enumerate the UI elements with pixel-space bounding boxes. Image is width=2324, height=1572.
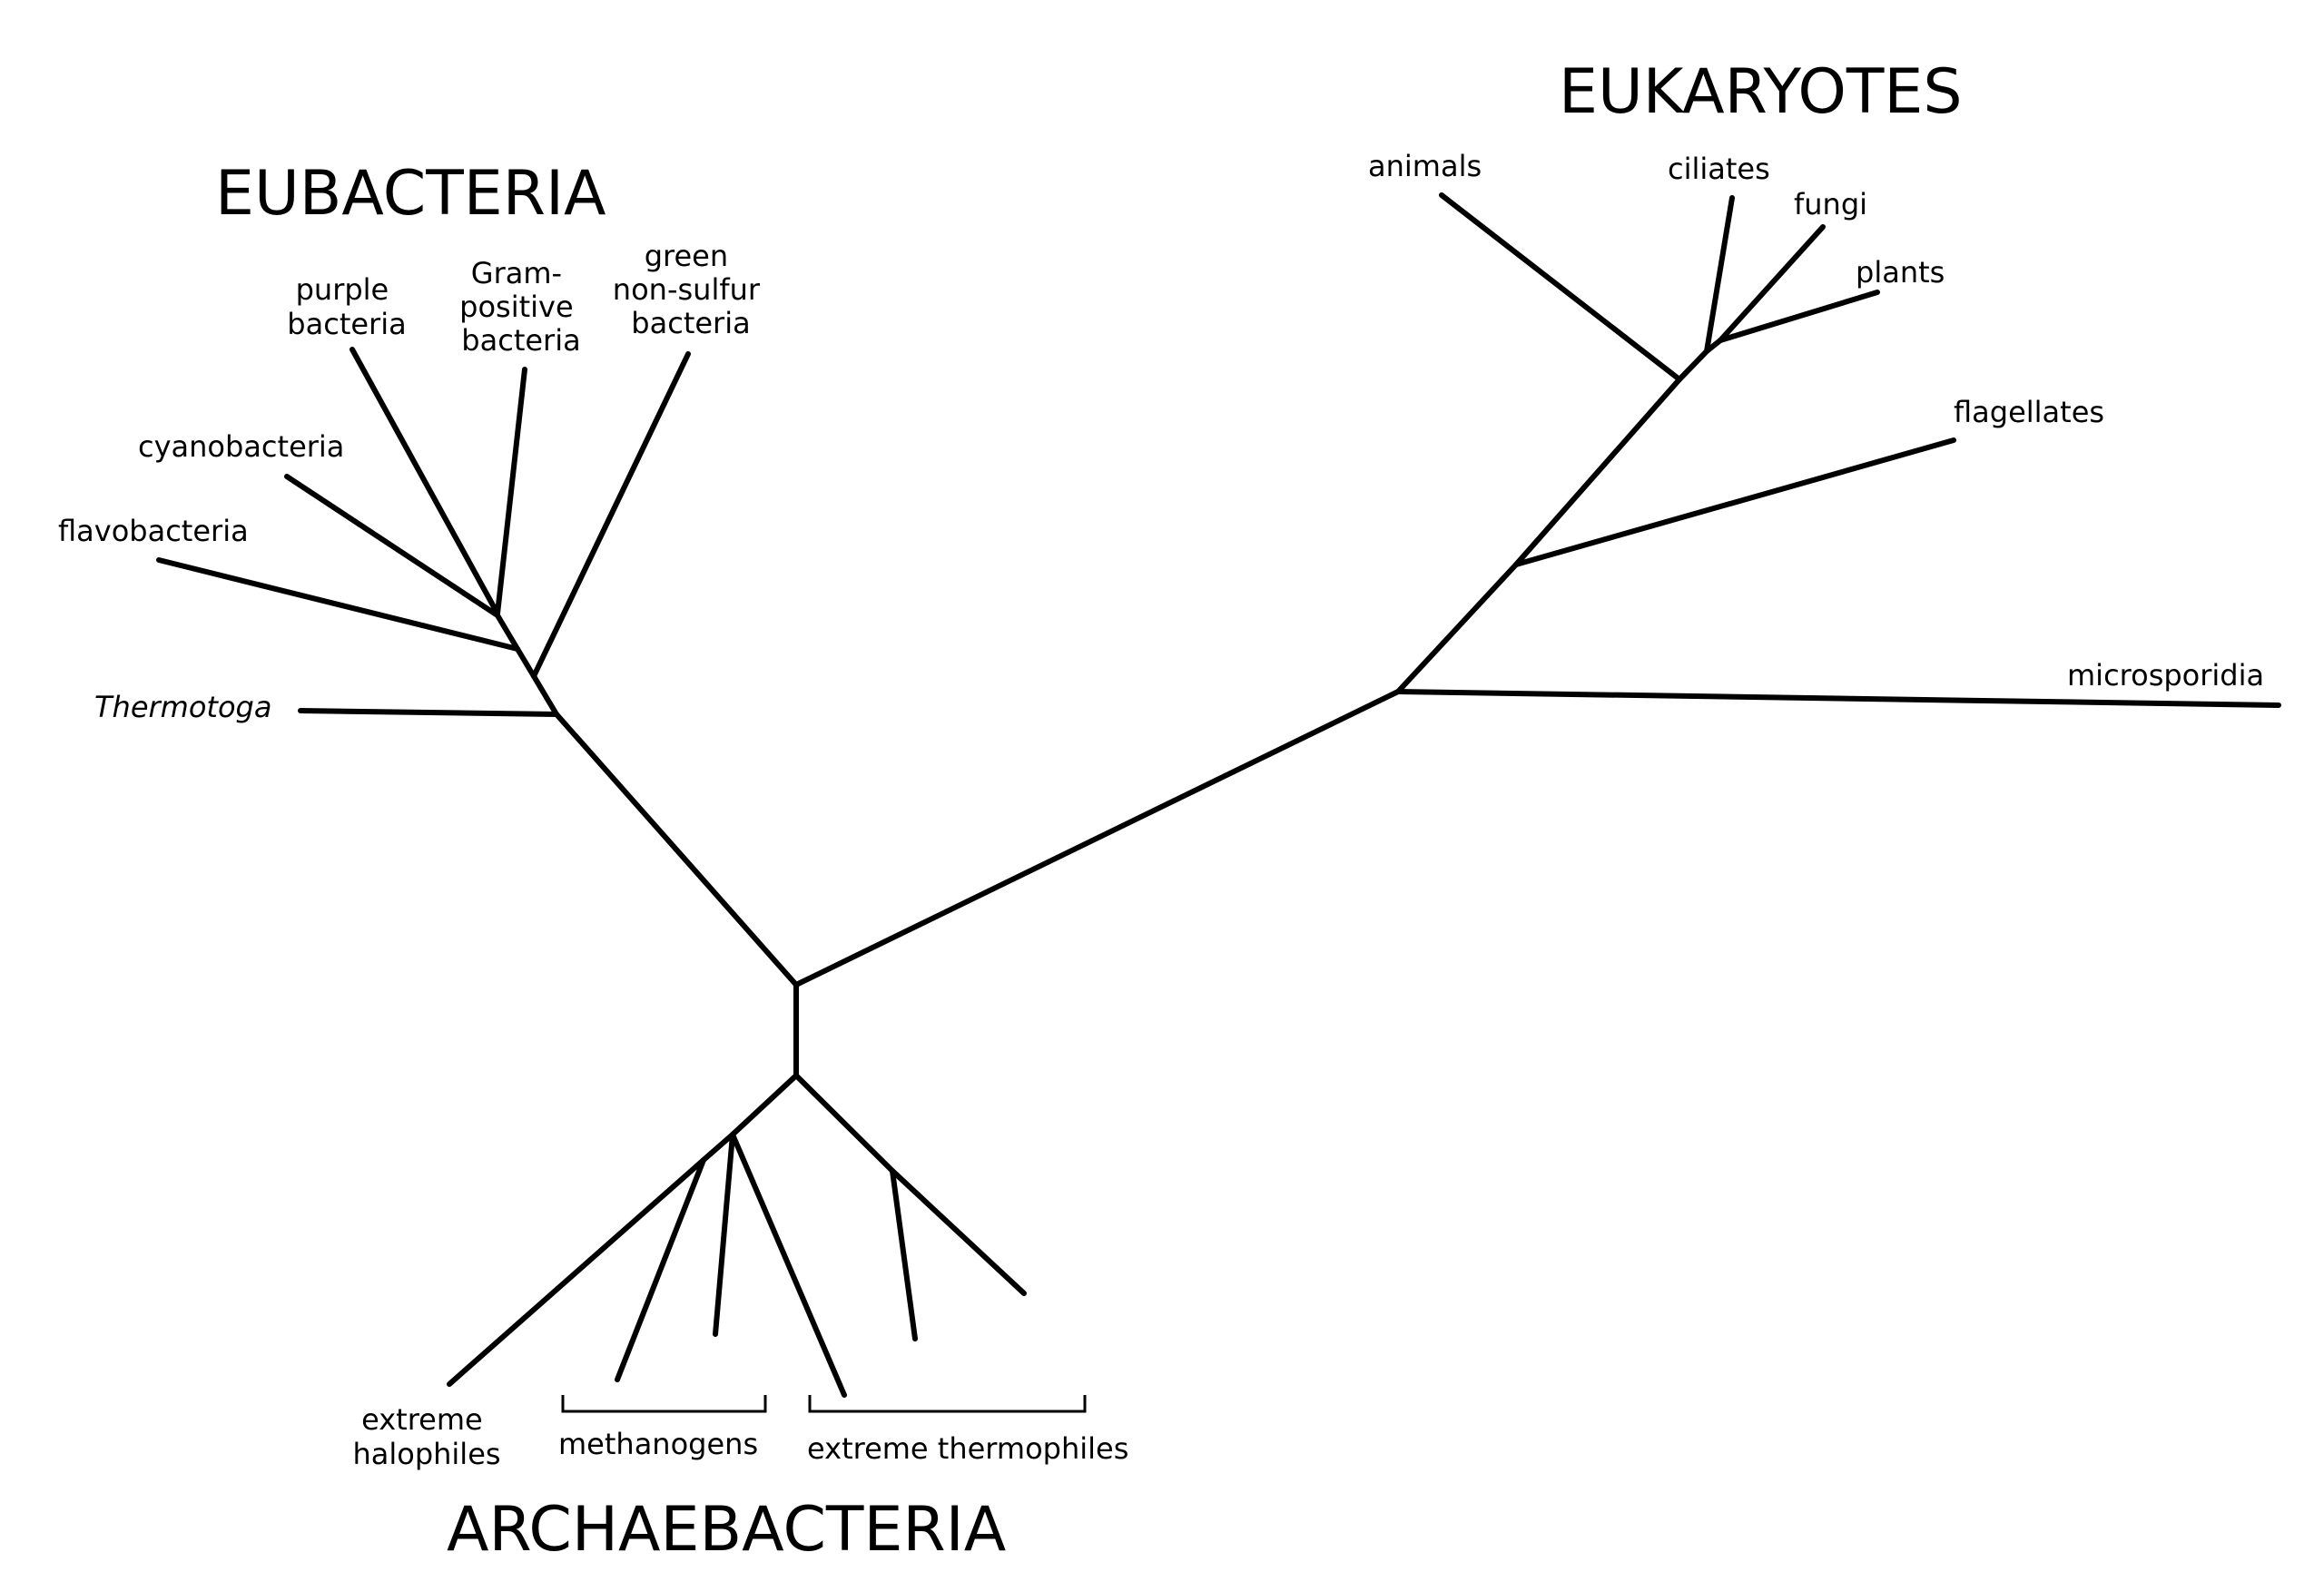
branch-arch-left-1 bbox=[701, 1132, 735, 1163]
branch-flagellates bbox=[1513, 437, 1956, 567]
label-gram-positive-line-1: Gram- bbox=[471, 256, 562, 290]
branch-thermotoga bbox=[298, 708, 559, 717]
label-extreme-thermophiles: extreme thermophiles bbox=[807, 1431, 1128, 1466]
branch-gram-positive bbox=[495, 367, 527, 616]
label-extreme-halophiles-line-2: halophiles bbox=[352, 1437, 500, 1471]
branch-methanogen-3 bbox=[730, 1132, 847, 1398]
label-methanogens: methanogens bbox=[558, 1427, 758, 1461]
branch-euk-internal-3 bbox=[1677, 349, 1709, 382]
branch-green-non-sulfur bbox=[531, 351, 691, 679]
bracket-extreme-thermophiles bbox=[808, 1395, 1087, 1413]
label-extreme-halophiles-line-1: extreme bbox=[361, 1402, 483, 1437]
label-flavobacteria: flavobacteria bbox=[58, 514, 249, 548]
branch-fungi bbox=[1718, 224, 1826, 343]
label-purple-bacteria-line-2: bacteria bbox=[287, 307, 406, 341]
label-animals: animals bbox=[1368, 149, 1482, 183]
branch-microsporidia bbox=[1395, 689, 2281, 708]
branch-extreme-halophiles bbox=[447, 1157, 706, 1387]
branch-root-eubacteria-trunk bbox=[554, 712, 799, 987]
domain-title-archaebacteria: ARCHAEBACTERIA bbox=[447, 1494, 1006, 1566]
domain-title-eukaryotes: EUKARYOTES bbox=[1559, 56, 1963, 128]
branch-arch-right-trunk bbox=[793, 1073, 895, 1174]
branch-euk-internal-1 bbox=[1395, 562, 1519, 694]
label-green-non-sulfur-line-2: non-sulfur bbox=[613, 272, 761, 307]
label-green-non-sulfur-line-1: green bbox=[645, 239, 728, 273]
branch-root-eukaryote-trunk bbox=[793, 689, 1401, 987]
branch-eub-internal-1 bbox=[531, 673, 559, 717]
domain-title-eubacteria: EUBACTERIA bbox=[215, 158, 606, 230]
branch-cyanobacteria bbox=[284, 474, 500, 618]
label-gram-positive-bacteria: Gram- positive bacteria bbox=[459, 256, 583, 358]
branch-plants bbox=[1718, 290, 1880, 343]
label-green-non-sulfur-line-3: bacteria bbox=[631, 306, 750, 340]
label-microsporidia: microsporidia bbox=[2067, 658, 2264, 693]
label-ciliates: ciliates bbox=[1668, 152, 1770, 186]
label-purple-bacteria-line-1: purple bbox=[296, 272, 389, 307]
label-fungi: fungi bbox=[1794, 187, 1867, 221]
branch-ciliates bbox=[1704, 195, 1735, 354]
label-plants: plants bbox=[1856, 255, 1945, 290]
label-purple-bacteria: purple bacteria bbox=[287, 272, 406, 341]
branch-euk-internal-2 bbox=[1513, 377, 1682, 567]
label-thermotoga: Thermotoga bbox=[94, 690, 271, 724]
branch-arch-left-trunk bbox=[730, 1073, 799, 1137]
branch-eub-internal-3 bbox=[495, 613, 520, 652]
branch-thermophile-1 bbox=[890, 1168, 918, 1341]
branch-flavobacteria bbox=[156, 557, 520, 652]
label-flagellates: flagellates bbox=[1954, 395, 2104, 429]
branch-purple-bacteria bbox=[350, 347, 500, 616]
label-gram-positive-line-3: bacteria bbox=[461, 323, 580, 358]
branch-eub-internal-2 bbox=[515, 646, 537, 679]
branch-methanogen-2 bbox=[713, 1132, 735, 1337]
branch-animals bbox=[1439, 192, 1682, 382]
label-green-non-sulfur-bacteria: green non-sulfur bacteria bbox=[613, 239, 769, 340]
bracket-methanogens bbox=[561, 1395, 767, 1413]
label-cyanobacteria: cyanobacteria bbox=[138, 429, 344, 464]
label-extreme-halophiles: extreme halophiles bbox=[352, 1402, 500, 1471]
branch-euk-internal-4 bbox=[1704, 338, 1723, 354]
branch-thermophile-2 bbox=[890, 1168, 1027, 1296]
branch-methanogen-1 bbox=[615, 1157, 706, 1382]
label-gram-positive-line-2: positive bbox=[459, 290, 574, 324]
